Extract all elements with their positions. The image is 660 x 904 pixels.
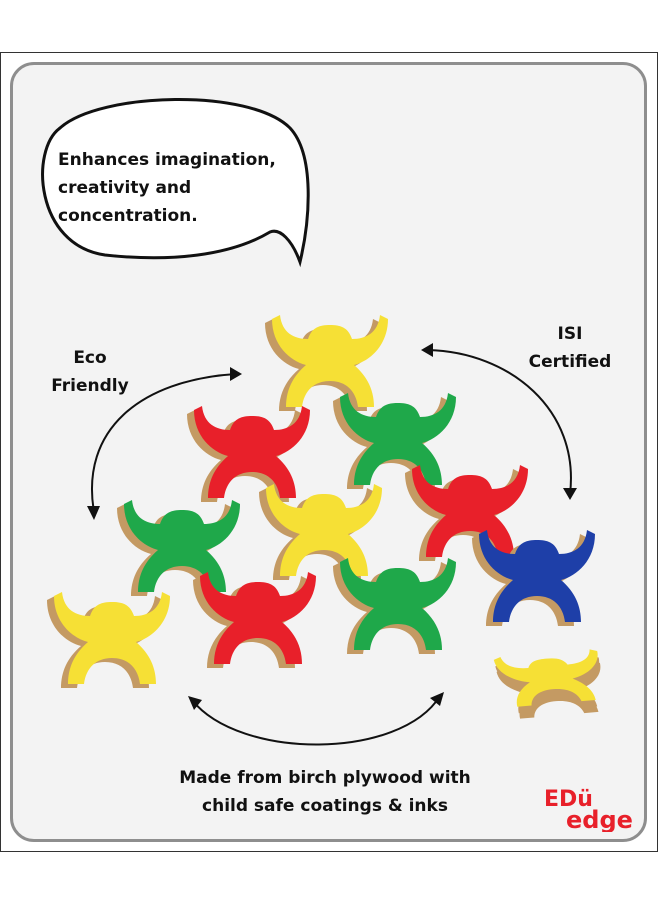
bubble-line-1: Enhances imagination,	[58, 150, 276, 170]
caption-line-1: Made from birch plywood with	[179, 768, 471, 788]
brand-top: EDü	[544, 787, 593, 812]
outer-frame	[0, 52, 658, 852]
arrowheads	[87, 343, 577, 710]
eco-friendly-label: Eco Friendly	[40, 344, 140, 400]
bubble-line-2: creativity and	[58, 178, 192, 198]
arrow-eco	[91, 373, 237, 513]
bubble-line-3: concentration.	[58, 206, 198, 226]
eco-line-2: Friendly	[51, 376, 129, 396]
eco-line-1: Eco	[73, 348, 107, 368]
brand-logo: EDü edge	[544, 787, 633, 832]
isi-line-1: ISI	[557, 324, 583, 344]
isi-line-2: Certified	[528, 352, 612, 372]
arrow-group	[91, 349, 572, 746]
speech-bubble-text: Enhances imagination, creativity and con…	[58, 146, 298, 230]
caption-line-2: child safe coatings & inks	[202, 796, 448, 816]
speech-bubble	[41, 98, 310, 268]
material-caption: Made from birch plywood with child safe …	[130, 764, 520, 820]
arrow-isi	[427, 349, 572, 495]
isi-certified-label: ISI Certified	[520, 320, 620, 376]
arrow-bottom	[191, 695, 441, 746]
brand-bottom: edge	[566, 806, 633, 832]
